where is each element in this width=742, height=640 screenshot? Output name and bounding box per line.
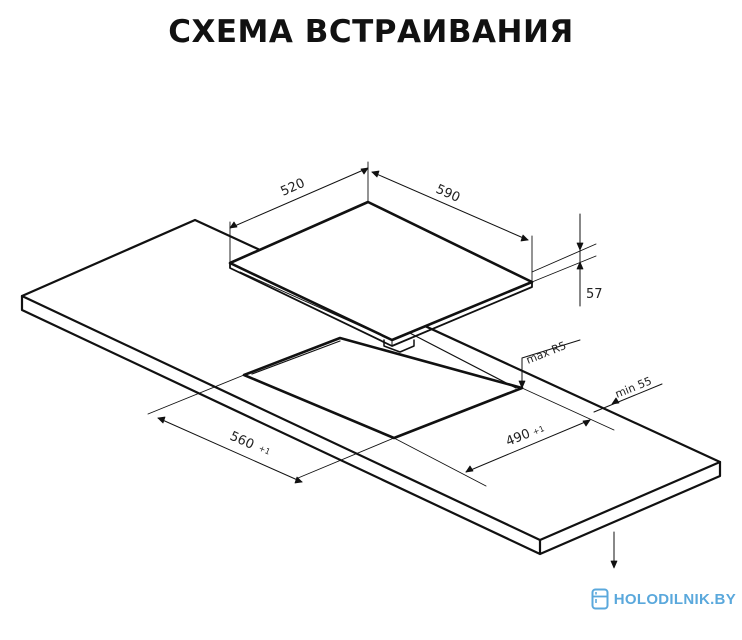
dim-min-55-label: min 55 (613, 374, 653, 400)
page-title: СХЕМА ВСТРАИВАНИЯ (168, 14, 574, 50)
dim-490-tolerance: +1 (531, 424, 545, 437)
countertop-edge (20, 294, 722, 556)
fridge-icon (591, 588, 609, 610)
dim-57-label: 57 (586, 287, 603, 302)
dim-560-tolerance: +1 (257, 444, 271, 457)
dim-590-label: 590 (433, 182, 462, 206)
dim-max-r5-label: max R5 (524, 339, 568, 367)
dim-560-label: 560 (227, 429, 256, 453)
brand-logo-text: HOLODILNIK.BY (613, 590, 736, 608)
brand-logo[interactable]: HOLODILNIK.BY (591, 588, 736, 610)
